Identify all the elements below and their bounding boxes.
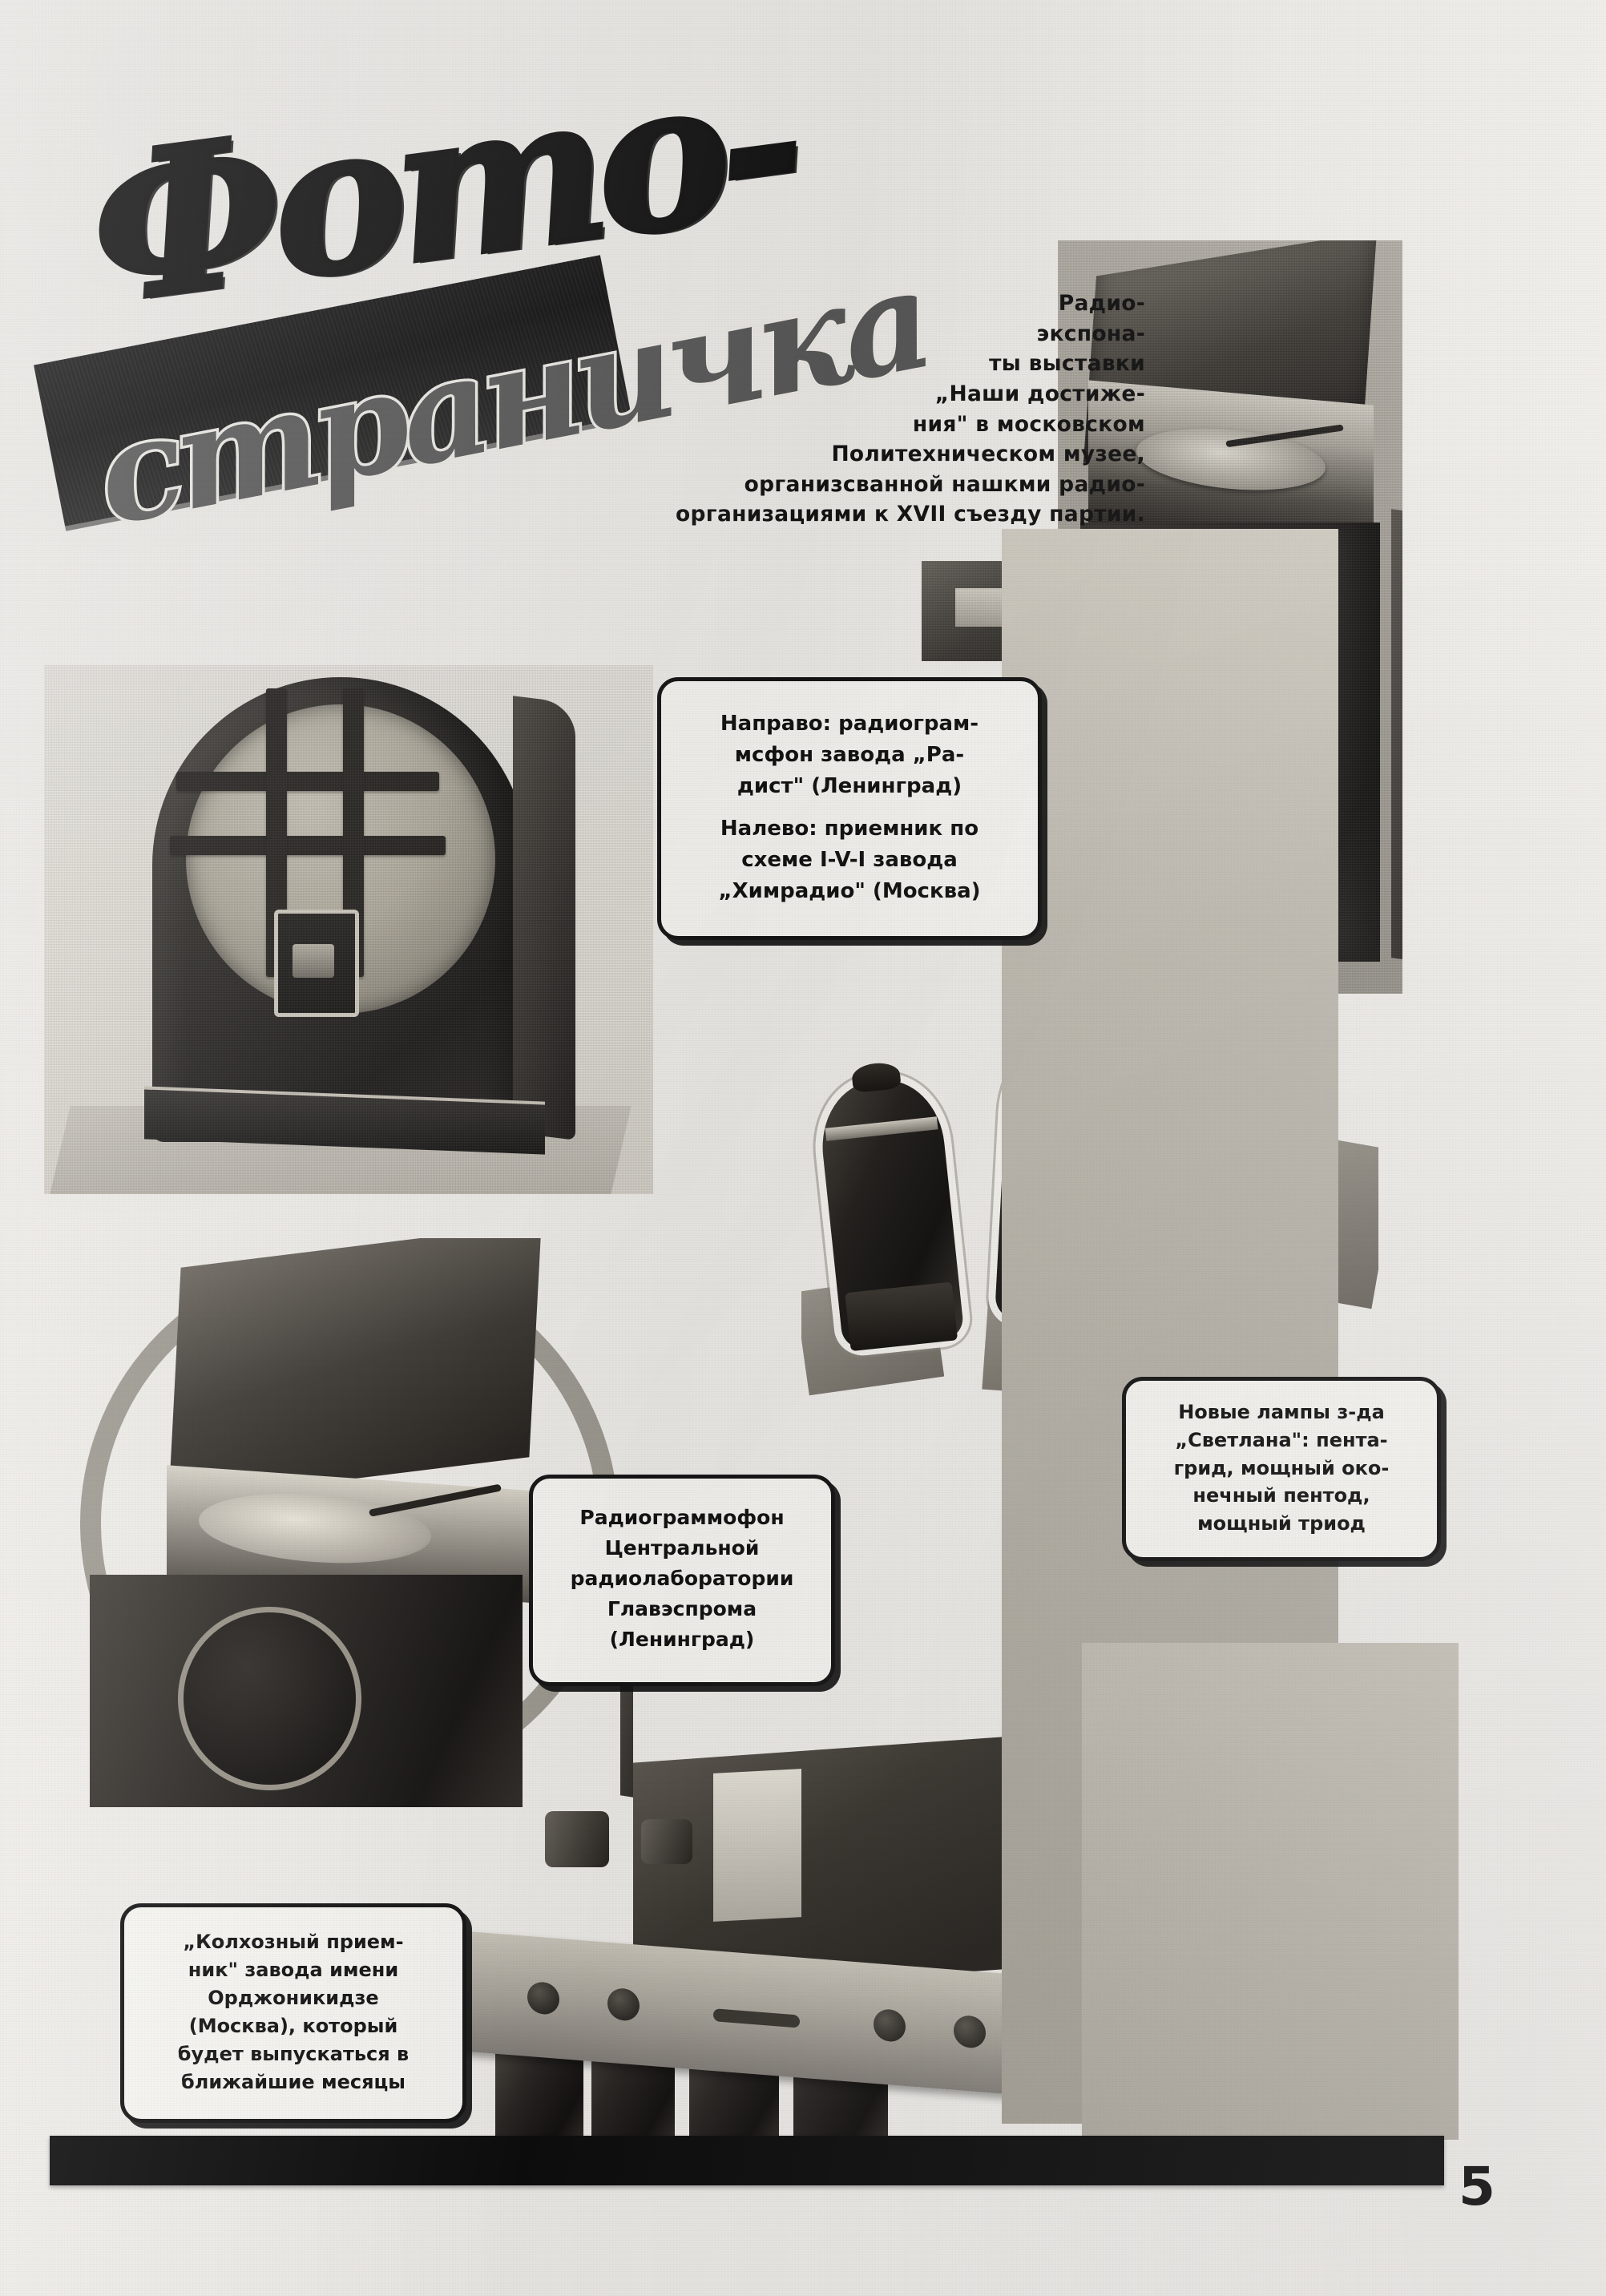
caption-line: Направо: радиограм- xyxy=(720,712,979,736)
caption-line: ближайшие месяцы xyxy=(180,2071,406,2094)
receiver-cabinet-side xyxy=(513,696,575,1140)
radiogram-tonearm xyxy=(368,1483,502,1517)
caption-line: мощный триод xyxy=(1197,1512,1366,1535)
receiver-photo xyxy=(44,665,653,1194)
header-caption-line: „Наши достиже- xyxy=(934,381,1145,406)
chassis-can-capacitor xyxy=(545,1811,609,1867)
receiver-grille-bar xyxy=(176,772,439,791)
tube-base xyxy=(845,1281,958,1352)
caption-line: Центральной xyxy=(604,1536,760,1560)
receiver-grille-bar xyxy=(170,836,446,855)
caption-line: „Светлана": пента- xyxy=(1175,1428,1388,1451)
tube-top-cap xyxy=(850,1060,902,1094)
header-caption-line: Политехническом музее, xyxy=(831,442,1145,467)
radiogram-platter xyxy=(199,1487,431,1571)
caption-line: грид, мощный око- xyxy=(1173,1456,1390,1479)
header-caption-line: ния" в московском xyxy=(912,411,1145,437)
bottom-rule-bar xyxy=(50,2136,1444,2185)
caption-line: Налево: приемник по xyxy=(720,817,979,841)
caption-line: будет выпускаться в xyxy=(177,2043,410,2066)
header-caption-line: Радио- xyxy=(1058,291,1145,316)
caption-line: мсфон завода „Ра- xyxy=(734,743,965,767)
caption-line: „Колхозный прием- xyxy=(183,1931,404,1953)
caption-paragraph: „Колхозный прием- ник" завода имени Ордж… xyxy=(137,1928,450,2096)
caption-line: Новые лампы з-да xyxy=(1178,1401,1385,1423)
header-caption-line: организсванной нашкми радио- xyxy=(744,471,1145,497)
caption-paragraph: Радиограммофон Центральной радиолаборато… xyxy=(546,1503,818,1655)
radiogram-cabinet-side xyxy=(1391,509,1402,966)
receiver-cabinet xyxy=(144,677,575,1155)
radiogram-speaker-grille xyxy=(178,1607,361,1790)
caption-line: ник" завода имени xyxy=(188,1959,399,1982)
caption-line: схеме I-V-I завода xyxy=(741,848,958,873)
caption-line: Радиограммофон xyxy=(579,1506,785,1529)
caption-line: дист" (Ленинград) xyxy=(736,774,962,798)
caption-line: Орджоникидзе xyxy=(208,1987,379,2010)
central-lab-radiogram-photo xyxy=(72,1238,633,1807)
caption-line: нечный пентод, xyxy=(1192,1484,1370,1507)
kolkhoz-caption: „Колхозный прием- ник" завода имени Ордж… xyxy=(120,1903,466,2124)
masthead-word-foto: Фото- xyxy=(76,21,810,351)
central-lab-caption: Радиограммофон Центральной радиолаборато… xyxy=(529,1475,835,1686)
caption-line: „Химрадио" (Москва) xyxy=(718,879,981,904)
radist-caption: Направо: радиограм- мсфон завода „Ра- ди… xyxy=(657,677,1042,941)
gray-backdrop-column-lower xyxy=(1082,1643,1459,2140)
svetlana-caption: Новые лампы з-да „Светлана": пента- грид… xyxy=(1122,1377,1441,1561)
receiver-dial-window xyxy=(274,910,359,1017)
header-caption-line: ты выставки xyxy=(989,351,1145,377)
radiogram-lid xyxy=(168,1238,542,1502)
caption-paragraph: Направо: радиограм- мсфон завода „Ра- ди… xyxy=(677,708,1022,802)
chassis-meter-panel xyxy=(713,1769,801,1922)
caption-line: (Ленинград) xyxy=(609,1628,755,1651)
header-caption: Радио- экспона- ты выставки „Наши достиж… xyxy=(632,289,1145,530)
header-caption-line: экспона- xyxy=(1036,321,1145,346)
radiogram-body xyxy=(90,1575,523,1807)
caption-line: радиолаборатории xyxy=(570,1567,794,1590)
caption-line: Главэспрома xyxy=(607,1597,757,1620)
caption-paragraph: Налево: приемник по схеме I-V-I завода „… xyxy=(677,813,1022,907)
tube-band xyxy=(825,1116,938,1141)
chassis-can-capacitor xyxy=(641,1819,692,1864)
header-caption-line: организациями к XVII съезду партии. xyxy=(676,502,1145,527)
caption-line: (Москва), который xyxy=(188,2015,398,2038)
caption-paragraph: Новые лампы з-да „Светлана": пента- грид… xyxy=(1137,1398,1426,1538)
page-number: 5 xyxy=(1459,2156,1495,2217)
